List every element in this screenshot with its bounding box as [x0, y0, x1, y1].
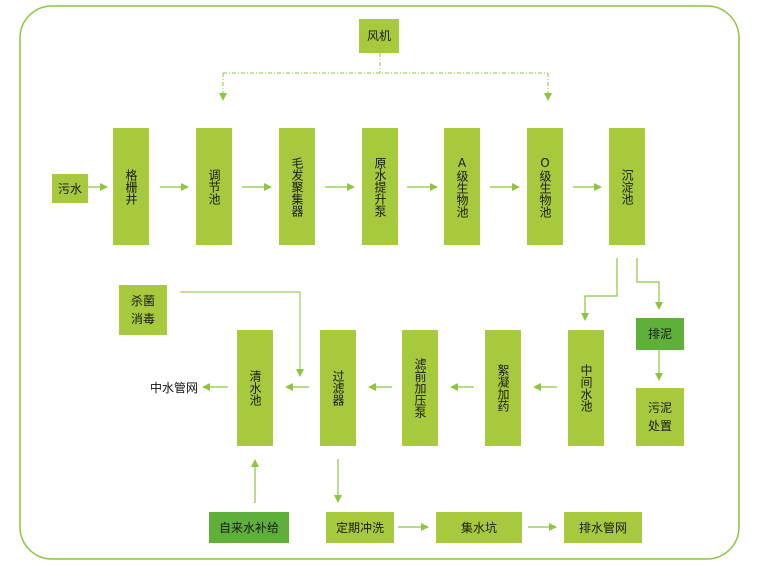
disinfect-line [180, 291, 304, 377]
reclaimed-network-label: 中水管网 [150, 381, 199, 395]
clear-water-tank-box: 清水池 [237, 330, 273, 446]
screen-well-label: 格栅井 [124, 168, 138, 205]
aerobic-tank-box: O级生物池 [527, 128, 563, 245]
fan-box: 风机 [359, 19, 399, 53]
disinfect-line2: 消毒 [130, 312, 155, 326]
disinfect-box: 杀菌 消毒 [119, 285, 167, 335]
anoxic-tank-box: A级生物池 [444, 128, 480, 245]
settling-tank-box: 沉淀池 [609, 128, 645, 245]
sludge-treatment-box: 污泥 处置 [636, 388, 684, 446]
drain-network-box: 排水管网 [564, 512, 642, 543]
disinfect-line1: 杀菌 [130, 294, 155, 308]
sludge-treatment-line2: 处置 [647, 419, 672, 433]
equalization-tank-box: 调节池 [196, 128, 232, 245]
prefilter-pump-box: 滤前加压泵 [402, 330, 438, 446]
sludge-discharge-box: 排泥 [636, 318, 684, 350]
intermediate-tank-box: 中间水池 [568, 330, 604, 446]
flocculant-dosing-label: 絮凝加药 [496, 364, 510, 412]
outer-frame [19, 5, 740, 560]
clear-water-tank-label: 清水池 [248, 370, 262, 406]
raw-water-pump-label: 原水提升泵 [373, 156, 387, 217]
filter-box: 过滤器 [320, 330, 356, 446]
settling-outflows [581, 258, 663, 381]
flocculant-dosing-box: 絮凝加药 [485, 330, 521, 446]
settling-tank-label: 沉淀池 [620, 168, 634, 205]
anoxic-tank-label: A级生物池 [455, 155, 469, 218]
prefilter-pump-label: 滤前加压泵 [413, 358, 427, 418]
aerobic-tank-label: O级生物池 [538, 155, 552, 218]
hair-collector-box: 毛发聚集器 [279, 128, 315, 245]
hair-collector-label: 毛发聚集器 [290, 156, 304, 217]
backwash-box: 定期冲洗 [326, 512, 394, 543]
raw-water-pump-box: 原水提升泵 [362, 128, 398, 245]
fan-air-lines [219, 53, 552, 101]
intermediate-tank-label: 中间水池 [579, 364, 593, 412]
sludge-treatment-line1: 污泥 [647, 401, 672, 415]
sewage-inlet-box: 污水 [52, 174, 88, 203]
tap-water-box: 自来水补给 [209, 512, 289, 543]
sump-box: 集水坑 [436, 512, 522, 543]
filter-label: 过滤器 [331, 370, 345, 406]
equalization-tank-label: 调节池 [207, 168, 221, 205]
screen-well-box: 格栅井 [113, 128, 149, 245]
